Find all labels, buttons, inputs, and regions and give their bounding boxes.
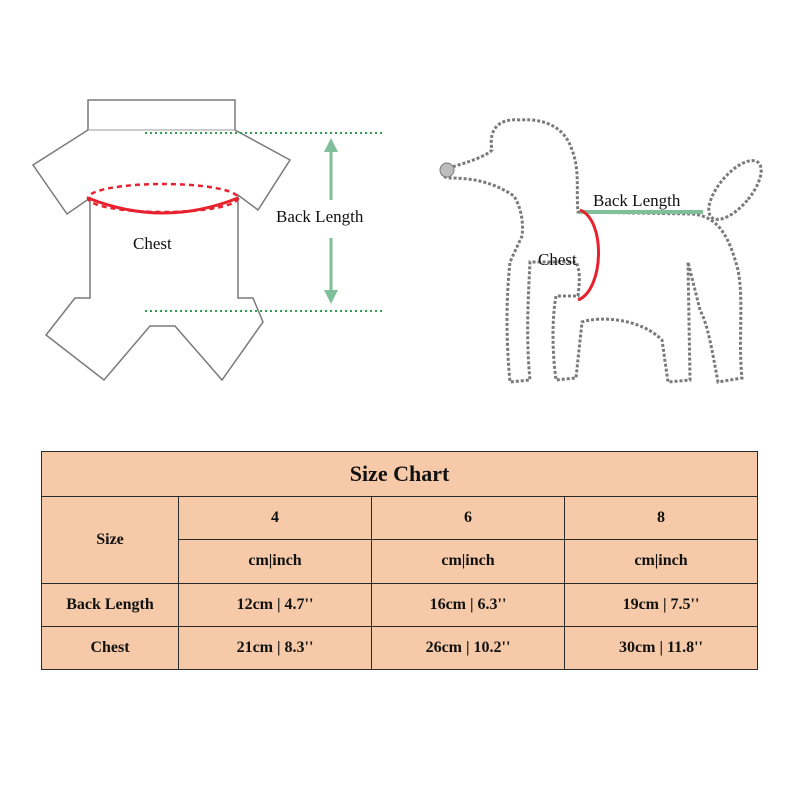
dog-sketch: Back Length Chest	[439, 118, 763, 384]
chest-solid-line	[87, 196, 239, 215]
dog-chest-line	[577, 208, 600, 302]
unit-label: cm|inch	[564, 539, 758, 584]
size-8: 8	[564, 495, 758, 541]
unit-label: cm|inch	[371, 539, 565, 584]
right-chest-label: Chest	[538, 250, 577, 269]
dog-outline	[440, 118, 744, 384]
unit-label: cm|inch	[178, 539, 372, 584]
garment-sketch: Back Length Chest	[31, 99, 382, 382]
back-length-arrow	[324, 138, 338, 304]
chest-row: Chest 21cm | 8.3'' 26cm | 10.2'' 30cm | …	[41, 625, 758, 671]
right-back-length-label: Back Length	[593, 191, 681, 210]
chest-value: 21cm | 8.3''	[178, 625, 372, 671]
left-back-length-label: Back Length	[276, 207, 364, 226]
unit-row: cm|inch cm|inch cm|inch	[42, 539, 758, 584]
left-chest-label: Chest	[133, 234, 172, 253]
size-header: Size	[41, 496, 179, 584]
size-row: Size 4 6 8	[41, 495, 758, 584]
back-length-value: 16cm | 6.3''	[371, 582, 565, 627]
size-chart-title-row: Size Chart	[41, 451, 758, 497]
dog-nose	[439, 162, 455, 178]
size-6: 6	[371, 495, 565, 541]
dog-tail	[707, 159, 763, 221]
chest-value: 30cm | 11.8''	[564, 625, 758, 671]
back-length-row: Back Length 12cm | 4.7'' 16cm | 6.3'' 19…	[41, 582, 758, 627]
size-4: 4	[178, 495, 372, 541]
measurement-diagrams: Back Length Chest Back Length Chest	[31, 99, 763, 384]
size-chart-table: Size Chart Size 4 6 8 cm|inch cm|inch cm…	[41, 451, 758, 671]
chest-row-label: Chest	[41, 625, 179, 671]
back-length-row-label: Back Length	[41, 582, 179, 627]
size-chart-title: Size Chart	[41, 451, 758, 497]
back-length-value: 12cm | 4.7''	[178, 582, 372, 627]
chest-value: 26cm | 10.2''	[371, 625, 565, 671]
back-length-value: 19cm | 7.5''	[564, 582, 758, 627]
